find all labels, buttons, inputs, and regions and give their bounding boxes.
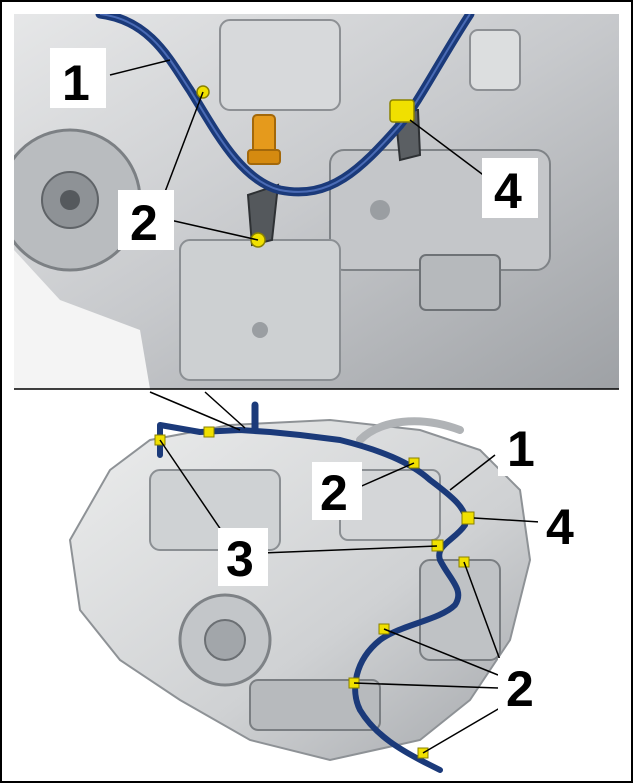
- bottom-leader-3b: [261, 545, 438, 554]
- bottom-label-3-box: [218, 528, 268, 586]
- bottom-leader-1: [449, 454, 496, 491]
- bottom-label-2-lower-box: [498, 658, 548, 716]
- bottom-label-2-upper-box: [312, 462, 362, 520]
- bottom-leader-2-lower-c: [353, 682, 499, 689]
- bottom-leader-top-a: [149, 391, 241, 431]
- top-leader-2b: [169, 219, 259, 241]
- top-label-1-box: [50, 48, 106, 108]
- bottom-leader-2-lower-b: [383, 628, 499, 676]
- top-label-bracket: 4: [494, 163, 522, 219]
- top-coolant-hose-highlight: [99, 14, 471, 193]
- bottom-label-4-box: [538, 496, 588, 554]
- bottom-oil-pan: [249, 679, 381, 731]
- top-label-4-box: [482, 158, 538, 218]
- top-sensor-nut: [247, 149, 281, 165]
- top-pump-housing: [469, 29, 521, 91]
- bottom-gearbox: [419, 559, 501, 661]
- top-leader-2a: [159, 91, 204, 206]
- top-label-hose: 1: [62, 55, 90, 111]
- bottom-coolant-hose: [157, 422, 469, 773]
- bottom-leader-top-b: [204, 391, 246, 429]
- bottom-bracket-clip-4: [461, 511, 475, 525]
- top-bolt-a: [370, 200, 390, 220]
- bottom-label-hose: 1: [507, 421, 535, 477]
- bottom-label-clip-rear: 3: [226, 531, 254, 587]
- top-intake-housing: [219, 19, 341, 111]
- top-actuator-block: [419, 254, 501, 311]
- bottom-label-clip-upper: 2: [320, 465, 348, 521]
- bottom-leader-2-lower-d: [422, 704, 506, 754]
- bottom-view: 1 2 3 4 2: [68, 391, 588, 773]
- bottom-intake-pipe: [356, 417, 464, 444]
- bottom-label-clip-lower: 2: [506, 661, 534, 717]
- top-label-2-box: [118, 190, 174, 250]
- bottom-clip-rear-b: [203, 426, 215, 438]
- top-lower-casing: [179, 239, 341, 381]
- bottom-leader-2-lower-a: [463, 561, 501, 661]
- top-bracket-clip-4: [389, 99, 415, 123]
- top-leader-1: [109, 59, 171, 76]
- bottom-flywheel-hub: [204, 619, 246, 661]
- bottom-leader-4: [473, 517, 541, 523]
- top-view: 1 2 4: [14, 14, 619, 389]
- bottom-label-bracket: 4: [546, 499, 574, 555]
- top-flywheel-center: [60, 190, 80, 210]
- top-leader-4: [409, 119, 491, 181]
- top-label-clip: 2: [130, 195, 158, 251]
- bottom-label-1-box: [498, 418, 548, 476]
- top-bolt-c: [252, 322, 268, 338]
